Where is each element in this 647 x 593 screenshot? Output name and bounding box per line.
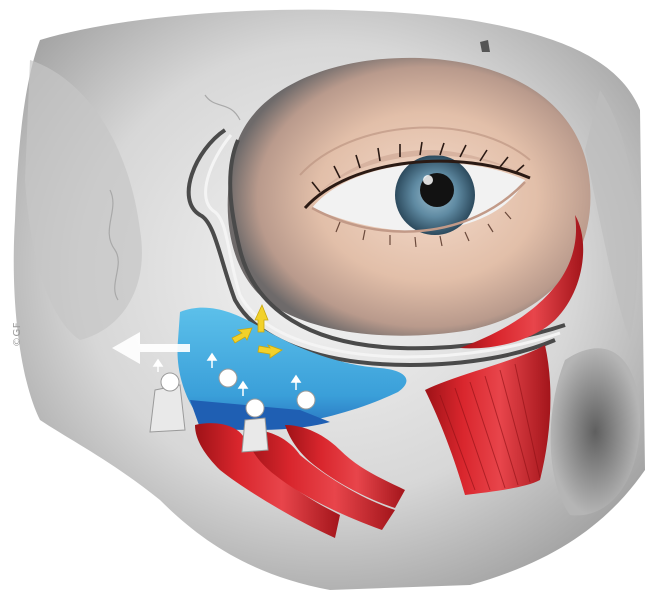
attachment-point [219, 369, 237, 387]
eye-highlight [423, 175, 433, 185]
attachment-point [297, 391, 315, 409]
attachment-point [246, 399, 264, 417]
artist-credit: ©GF [12, 322, 23, 347]
retaining-ligament-stump [150, 385, 185, 432]
retaining-ligament-stump [242, 418, 268, 452]
attachment-point [161, 373, 179, 391]
